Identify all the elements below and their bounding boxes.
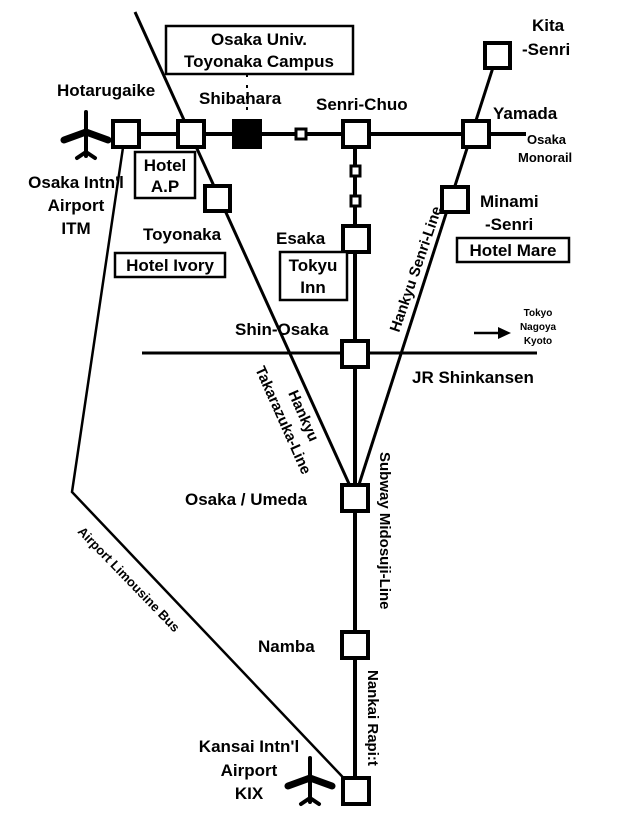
station-hotarugaike[interactable] [111,119,141,149]
kix-line3: KIX [235,784,264,803]
label-namba: Namba [258,637,315,656]
station-hotarugaike-hankyu[interactable] [176,119,206,149]
label-esaka: Esaka [276,229,326,248]
label-minami-senri-2: -Senri [485,215,533,234]
hotel-mare-label: Hotel Mare [470,241,557,260]
itm-line2: Airport [48,196,105,215]
station-namba[interactable] [340,630,370,660]
hotel-ap-line2: A.P [151,177,179,196]
airplane-icon-itm [64,112,108,158]
direction-line2: Nagoya [520,322,557,333]
label-monorail-2: Monorail [518,150,572,165]
label-subway-midosuji: Subway Midosuji-Line [376,452,393,610]
airport-limousine-bus-route [70,133,356,791]
itm-line1: Osaka Intn'l [28,173,124,192]
label-nankai-rapit: Nankai Rapi:t [364,670,381,766]
label-kita-senri-1: Kita [532,16,565,35]
arrow-head [498,327,511,339]
station-minami-senri[interactable] [440,185,470,214]
direction-line1: Tokyo [524,308,553,319]
label-minami-senri-1: Minami [480,192,539,211]
station-senri-chuo[interactable] [341,119,371,149]
kix-line2: Airport [221,761,278,780]
label-kita-senri-2: -Senri [522,40,570,59]
station-kansai-airport[interactable] [341,776,371,806]
label-monorail-1: Osaka [527,132,567,147]
airplane-icon-kix [288,758,332,804]
station-shin-osaka[interactable] [340,339,370,369]
label-shin-osaka: Shin-Osaka [235,320,329,339]
station-toyonaka[interactable] [203,184,232,213]
label-hotarugaike: Hotarugaike [57,81,155,100]
label-shibahara: Shibahara [199,89,282,108]
station-osaka-umeda[interactable] [340,483,370,513]
label-hankyu-senri-line: Hankyu Senri-Line [387,204,446,334]
label-yamada: Yamada [493,104,558,123]
label-jr-shinkansen: JR Shinkansen [412,368,534,387]
itm-line3: ITM [61,219,90,238]
kix-line1: Kansai Intn'l [199,737,299,756]
direction-line3: Kyoto [524,336,552,347]
hotel-mare-box [455,236,571,264]
label-limousine-bus: Airport Limousine Bus [75,524,183,635]
station-yamada[interactable] [461,119,491,149]
label-toyonaka: Toyonaka [143,225,222,244]
hotel-ap-box [133,150,197,200]
station-kita-senri[interactable] [483,41,512,70]
landmark-line1: Osaka Univ. [211,30,307,49]
station-small-2 [349,164,362,178]
hotel-tokyu-inn-box [278,250,349,302]
hotel-ivory-label: Hotel Ivory [126,256,214,275]
hankyu-takarazuka-line [133,11,357,498]
hotel-tokyu-line2: Inn [300,278,326,297]
landmark-line2: Toyonaka Campus [184,52,334,71]
label-senri-chuo: Senri-Chuo [316,95,408,114]
station-esaka[interactable] [341,224,371,254]
hotel-tokyu-line1: Tokyu [289,256,338,275]
hotel-ivory-box [113,251,227,279]
hotel-ap-line1: Hotel [144,156,187,175]
osaka-univ-box [164,24,355,76]
station-shibahara[interactable] [232,119,262,149]
label-osaka-umeda: Osaka / Umeda [185,490,307,509]
station-small-3 [349,194,362,208]
station-small-1 [294,127,308,141]
